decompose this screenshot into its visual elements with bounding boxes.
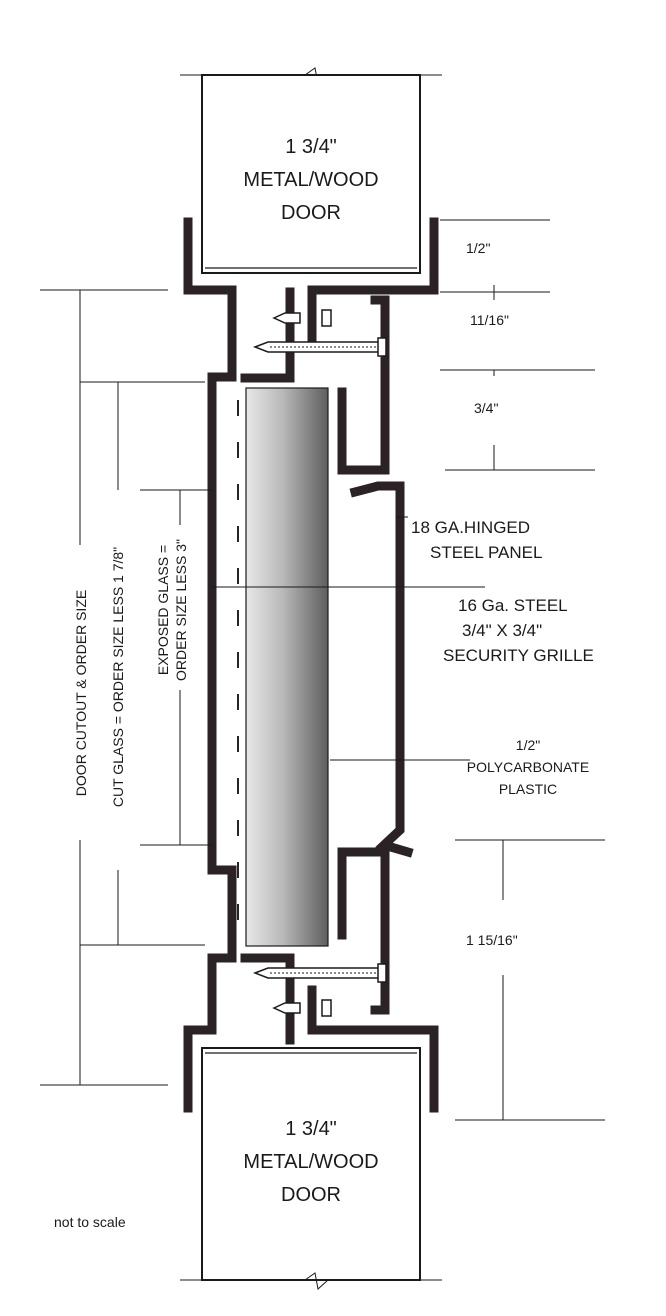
polycarbonate-label: 1/2" POLYCARBONATE PLASTIC [467, 737, 589, 797]
polycarbonate-line1: 1/2" [516, 737, 540, 753]
security-grille-line2: 3/4" X 3/4" [462, 621, 542, 640]
bottom-door-thickness: 1 3/4" [285, 1118, 337, 1140]
right-frame-top [307, 217, 439, 353]
screw-top-short-nut [321, 309, 332, 327]
right-frame-bottom [307, 985, 439, 1113]
right-dimensions [440, 219, 605, 1121]
frame-profiles [183, 217, 439, 1113]
door-cutout-label: DOOR CUTOUT & ORDER SIZE [73, 590, 89, 796]
polycarbonate-line2: POLYCARBONATE [467, 759, 589, 775]
not-to-scale-note: not to scale [54, 1214, 126, 1230]
top-door-body [201, 74, 421, 274]
screw-top-short [272, 312, 301, 324]
security-grille-line3: SECURITY GRILLE [443, 646, 594, 665]
hinged-clip-top [337, 295, 390, 475]
left-frame-top [183, 217, 237, 950]
screw-bottom-long-head [377, 963, 387, 983]
top-door [180, 67, 442, 274]
bottom-door-word: DOOR [281, 1184, 341, 1206]
exposed-glass-line2: ORDER SIZE LESS 3" [173, 539, 189, 681]
inner-stop-top [240, 287, 295, 383]
polycarbonate-glass [245, 387, 329, 947]
security-grille-label: 16 Ga. STEEL 3/4" X 3/4" SECURITY GRILLE [443, 596, 594, 665]
top-door-word: DOOR [281, 202, 341, 224]
bottom-door-label: 1 3/4" METAL/WOOD DOOR [243, 1118, 378, 1206]
hinged-panel-line1: 18 GA.HINGED [411, 518, 530, 537]
bottom-break-symbol [304, 1272, 329, 1290]
polycarbonate-line3: PLASTIC [499, 781, 557, 797]
cut-glass-label: CUT GLASS = ORDER SIZE LESS 1 7/8" [110, 547, 126, 807]
dim-eleven-sixteenths-label: 11/16" [470, 312, 509, 328]
top-door-label: 1 3/4" METAL/WOOD DOOR [243, 136, 378, 224]
screw-bottom-short-nut [321, 999, 332, 1017]
hinged-clip-bottom [337, 847, 390, 1015]
left-dimensions [40, 289, 212, 1086]
dim-one-fifteen-sixteenths-label: 1 15/16" [466, 932, 518, 948]
bottom-door-material: METAL/WOOD [243, 1151, 378, 1173]
screws [252, 309, 387, 1017]
security-grille-line1: 16 Ga. STEEL [458, 596, 568, 615]
left-frame-bottom [183, 940, 237, 1113]
exposed-glass-line1: EXPOSED GLASS = [155, 545, 171, 675]
hinged-panel-label: 18 GA.HINGED STEEL PANEL [411, 518, 542, 562]
dim-half-label: 1/2" [466, 240, 490, 256]
hinged-steel-panel [349, 481, 414, 858]
top-door-thickness: 1 3/4" [285, 136, 337, 158]
dim-three-quarter-label: 3/4" [474, 400, 498, 416]
bottom-door-body [201, 1047, 421, 1281]
bottom-door [180, 1047, 442, 1290]
screw-bottom-short [272, 1002, 301, 1014]
screw-top-long-head [377, 337, 387, 357]
hinged-panel-line2: STEEL PANEL [430, 543, 542, 562]
top-door-material: METAL/WOOD [243, 169, 378, 191]
